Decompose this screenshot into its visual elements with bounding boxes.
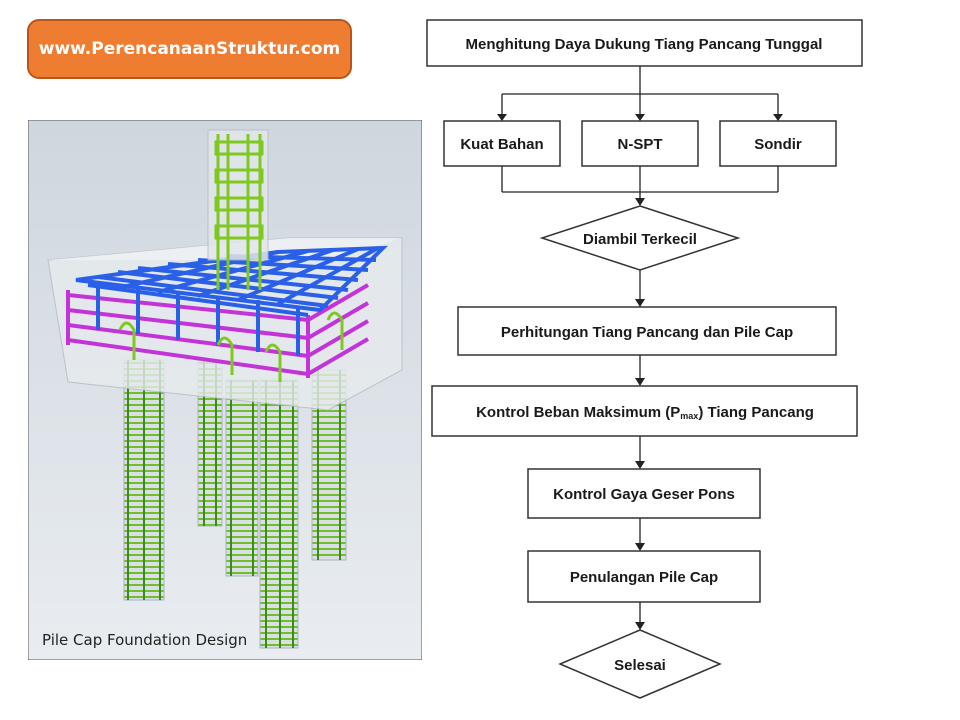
reinforcement-label: Penulangan Pile Cap (570, 569, 718, 586)
terminal-selesai: Selesai (558, 629, 722, 699)
method-label-1: Kuat Bahan (460, 136, 543, 153)
box-perhitungan: Perhitungan Tiang Pancang dan Pile Cap (457, 306, 837, 356)
box-start-label: Menghitung Daya Dukung Tiang Pancang Tun… (466, 36, 823, 53)
control-max-sub: max (680, 411, 698, 421)
calc-label: Perhitungan Tiang Pancang dan Pile Cap (501, 324, 793, 341)
starter-bars (118, 311, 344, 382)
box-sondir: Sondir (719, 120, 837, 167)
pile-cap-illustration (28, 120, 422, 660)
box-kuat-bahan: Kuat Bahan (443, 120, 561, 167)
method-label-3: Sondir (754, 136, 802, 153)
arrowheads (497, 114, 783, 630)
connectors (501, 66, 779, 628)
control-max-label: Kontrol Beban Maksimum (Pmax) Tiang Panc… (476, 404, 814, 421)
box-penulangan: Penulangan Pile Cap (527, 550, 761, 603)
figure-caption: Pile Cap Foundation Design (42, 631, 248, 649)
column (207, 129, 269, 290)
control-max-prefix: Kontrol Beban Maksimum (P (476, 404, 680, 421)
pile-cap-render: Pile Cap Foundation Design (28, 120, 422, 660)
decision-diambil-terkecil: Diambil Terkecil (539, 205, 741, 271)
box-kontrol-beban: Kontrol Beban Maksimum (Pmax) Tiang Panc… (431, 385, 858, 437)
control-max-suffix: ) Tiang Pancang (698, 404, 814, 421)
box-start: Menghitung Daya Dukung Tiang Pancang Tun… (426, 19, 863, 67)
punching-label: Kontrol Gaya Geser Pons (553, 486, 735, 503)
box-n-spt: N-SPT (581, 120, 699, 167)
box-geser-pons: Kontrol Gaya Geser Pons (527, 468, 761, 519)
piles (123, 359, 347, 649)
decision-label: Diambil Terkecil (583, 231, 697, 248)
end-label: Selesai (614, 657, 666, 674)
website-badge[interactable]: www.PerencanaanStruktur.com (27, 19, 352, 79)
method-label-2: N-SPT (618, 136, 663, 153)
top-mesh (75, 245, 389, 356)
